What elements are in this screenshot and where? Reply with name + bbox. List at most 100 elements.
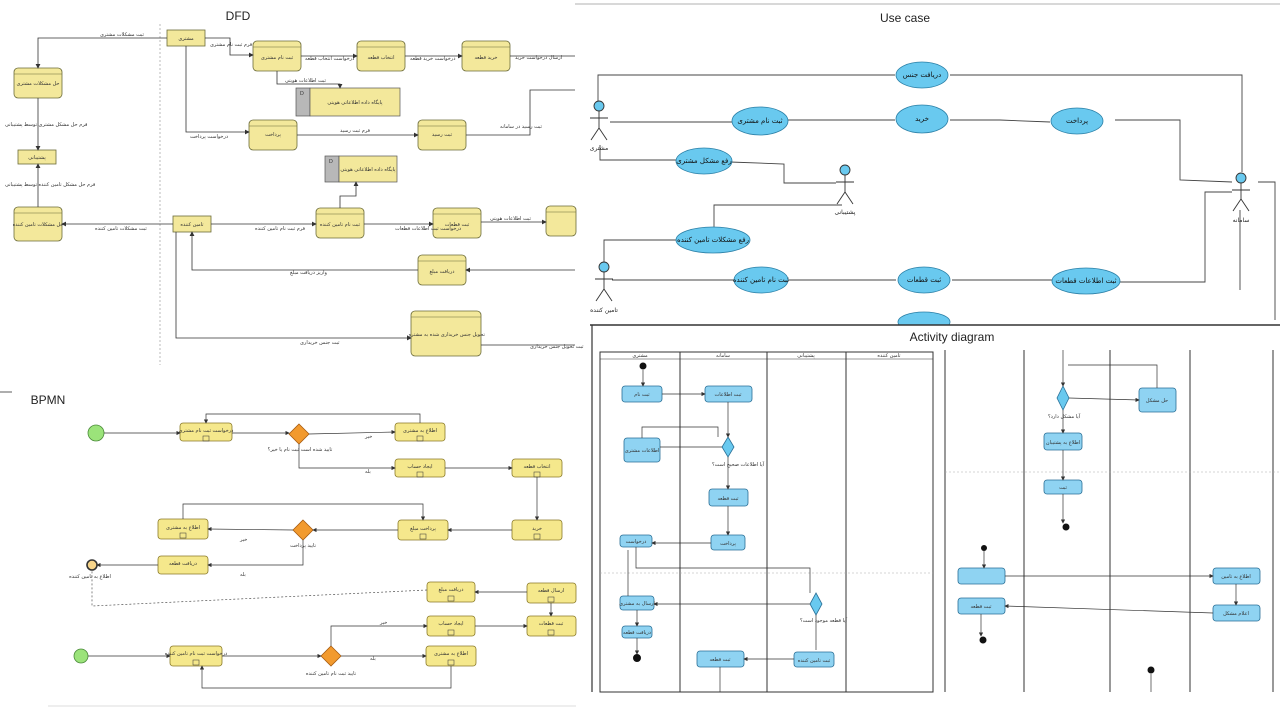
- dfd-edge: [35, 37, 167, 69]
- svg-text:پرداخت: پرداخت: [720, 541, 736, 547]
- uc-assoc: [603, 239, 676, 262]
- svg-text:پرداخت: پرداخت: [265, 132, 281, 138]
- svg-text:دریافت قطعه: دریافت قطعه: [623, 630, 651, 636]
- svg-text:ارسال به مشتری: ارسال به مشتری: [619, 601, 655, 607]
- activity-lanes-left: [599, 351, 934, 693]
- svg-text:درخواست خرید قطعه: درخواست خرید قطعه: [410, 56, 455, 62]
- dfd-title: DFD: [226, 9, 251, 23]
- svg-text:ثبت اطلاعات: ثبت اطلاعات: [715, 392, 743, 398]
- svg-text:ثبت نام تامین کننده: ثبت نام تامین کننده: [733, 276, 789, 284]
- dfd-process-receive-amount: دریافت مبلغ: [417, 254, 467, 286]
- dfd-entity-supplier: تامین کننده: [172, 215, 212, 233]
- uc-assoc: [597, 74, 895, 101]
- dfd-process-buy-part: خرید قطعه: [461, 40, 511, 72]
- svg-text:تامین کننده: تامین کننده: [180, 222, 204, 228]
- svg-text:ثبت مشکلات مشتری: ثبت مشکلات مشتری: [100, 32, 145, 38]
- dfd-edge: [185, 46, 250, 135]
- bpmn-task: خرید: [511, 519, 563, 541]
- svg-text:خیر: خیر: [364, 434, 372, 440]
- activity-node: ثبت تامین کننده: [793, 651, 835, 668]
- svg-text:ثبت قطعات: ثبت قطعات: [539, 621, 564, 627]
- svg-text:درخواست انتخاب قطعه: درخواست انتخاب قطعه: [305, 56, 354, 62]
- svg-text:درخواست: درخواست: [626, 539, 647, 545]
- uc-case-supplier-issue: رفع مشکلات تامین کننده: [675, 226, 751, 254]
- svg-text:ارسال قطعه: ارسال قطعه: [538, 588, 564, 594]
- svg-text:ارسال درخواست خرید: ارسال درخواست خرید: [515, 55, 562, 61]
- uc-assoc: [713, 204, 842, 230]
- dfd-datastore-1: D پایگاه داده اطلاعاتی هویتی: [295, 87, 401, 117]
- dfd-edge: [175, 232, 412, 341]
- svg-text:ثبت رسید: ثبت رسید: [432, 132, 453, 138]
- svg-text:دریافت جنس: دریافت جنس: [903, 71, 941, 79]
- svg-text:ثبت اطلاعات هویتی: ثبت اطلاعات هویتی: [490, 216, 531, 222]
- svg-text:آیا مشکل دارد؟: آیا مشکل دارد؟: [1048, 413, 1081, 420]
- svg-text:خیر: خیر: [239, 537, 247, 543]
- svg-text:درخواست ثبت نام تامین کننده: درخواست ثبت نام تامین کننده: [165, 651, 228, 657]
- svg-text:تامین کننده: تامین کننده: [590, 307, 618, 314]
- dfd-entity-customer: مشتری: [166, 29, 206, 47]
- dfd-edge: [466, 89, 575, 136]
- bpmn-task: ایجاد حساب: [394, 458, 446, 478]
- svg-text:تامین کننده: تامین کننده: [877, 353, 901, 359]
- svg-text:بله: بله: [365, 469, 371, 475]
- svg-text:فرم حل مشکل تامین کننده توسط پ: فرم حل مشکل تامین کننده توسط پشتیبانی: [5, 182, 96, 188]
- uc-case-receive: دریافت جنس: [895, 61, 949, 89]
- svg-text:سامانه: سامانه: [1233, 217, 1250, 224]
- bpmn-task: دریافت مبلغ: [426, 581, 476, 603]
- bpmn-start-event: [73, 648, 89, 664]
- uc-case-customer-issue: رفع مشکل مشتری: [675, 147, 733, 175]
- svg-text:اطلاع به تامین: اطلاع به تامین: [1221, 574, 1251, 580]
- svg-text:D: D: [300, 91, 304, 97]
- svg-text:بله: بله: [370, 656, 376, 662]
- svg-text:ثبت مشکلات تامین کننده: ثبت مشکلات تامین کننده: [95, 226, 147, 232]
- svg-text:ثبت قطعه: ثبت قطعه: [718, 496, 740, 502]
- svg-text:اطلاع به تامین کننده: اطلاع به تامین کننده: [69, 574, 111, 580]
- svg-text:حل مشکلات مشتری: حل مشکلات مشتری: [17, 81, 60, 87]
- bpmn-flows: [88, 413, 554, 689]
- dfd-process-supplier-signup: ثبت نام تامین کننده: [315, 207, 365, 239]
- dfd-edge: [276, 71, 343, 89]
- activity-node: ثبت قطعه: [708, 488, 749, 507]
- svg-text:دریافت مبلغ: دریافت مبلغ: [430, 269, 455, 275]
- uc-assoc: [950, 119, 1051, 123]
- activity-end: [1062, 523, 1070, 531]
- svg-text:حل مشکلات تامین کننده: حل مشکلات تامین کننده: [13, 222, 64, 228]
- svg-text:درخواست ثبت نام مشتری: درخواست ثبت نام مشتری: [179, 428, 234, 434]
- bpmn-task: اطلاع به مشتری: [394, 422, 446, 442]
- activity-title: Activity diagram: [910, 330, 995, 344]
- svg-text:مشتری: مشتری: [178, 36, 194, 42]
- svg-text:درخواست پرداخت: درخواست پرداخت: [190, 134, 228, 140]
- usecase-panel: Use case مشتری: [575, 3, 1280, 333]
- svg-text:ثبت جنس خریداری: ثبت جنس خریداری: [300, 340, 340, 346]
- svg-text:رفع مشکلات تامین کننده: رفع مشکلات تامین کننده: [677, 236, 749, 244]
- bpmn-gateway: [292, 519, 314, 541]
- activity-node: اطلاعات مشتری: [623, 437, 661, 463]
- uc-case-pay: پرداخت: [1050, 107, 1104, 135]
- svg-text:رفع مشکل مشتری: رفع مشکل مشتری: [676, 157, 732, 165]
- svg-text:ثبت قطعه: ثبت قطعه: [971, 604, 993, 610]
- activity-end: [633, 654, 641, 662]
- svg-text:اطلاع به مشتری: اطلاع به مشتری: [434, 651, 468, 657]
- bpmn-message-flow: [91, 571, 428, 607]
- activity-flows: [627, 370, 817, 692]
- activity-start: [981, 545, 987, 551]
- svg-text:ثبت نام: ثبت نام: [634, 392, 650, 398]
- uc-assoc: [1115, 119, 1233, 183]
- svg-text:تحویل جنس خریداری شده به مشتری: تحویل جنس خریداری شده به مشتری: [407, 332, 485, 338]
- svg-text:ایجاد حساب: ایجاد حساب: [407, 464, 432, 470]
- dfd-process-receipt: ثبت رسید: [417, 119, 467, 151]
- uc-case-buy: خرید: [895, 104, 949, 134]
- bpmn-task: ایجاد حساب: [426, 615, 476, 637]
- usecase-title: Use case: [880, 11, 930, 25]
- svg-text:انتخاب قطعه: انتخاب قطعه: [524, 464, 551, 470]
- svg-text:مشتری: مشتری: [590, 145, 608, 152]
- activity-lanes-right: [944, 350, 1274, 692]
- uc-case-parts: ثبت قطعات: [897, 266, 951, 294]
- activity-node: ثبت: [1043, 479, 1083, 495]
- dfd-edge: [189, 231, 418, 271]
- svg-text:فرم ثبت نام مشتری: فرم ثبت نام مشتری: [210, 42, 253, 48]
- bpmn-task: اطلاع به مشتری: [157, 518, 209, 540]
- svg-text:اعلام مشکل: اعلام مشکل: [1223, 611, 1249, 617]
- uc-actor-supplier: تامین کننده: [590, 261, 618, 314]
